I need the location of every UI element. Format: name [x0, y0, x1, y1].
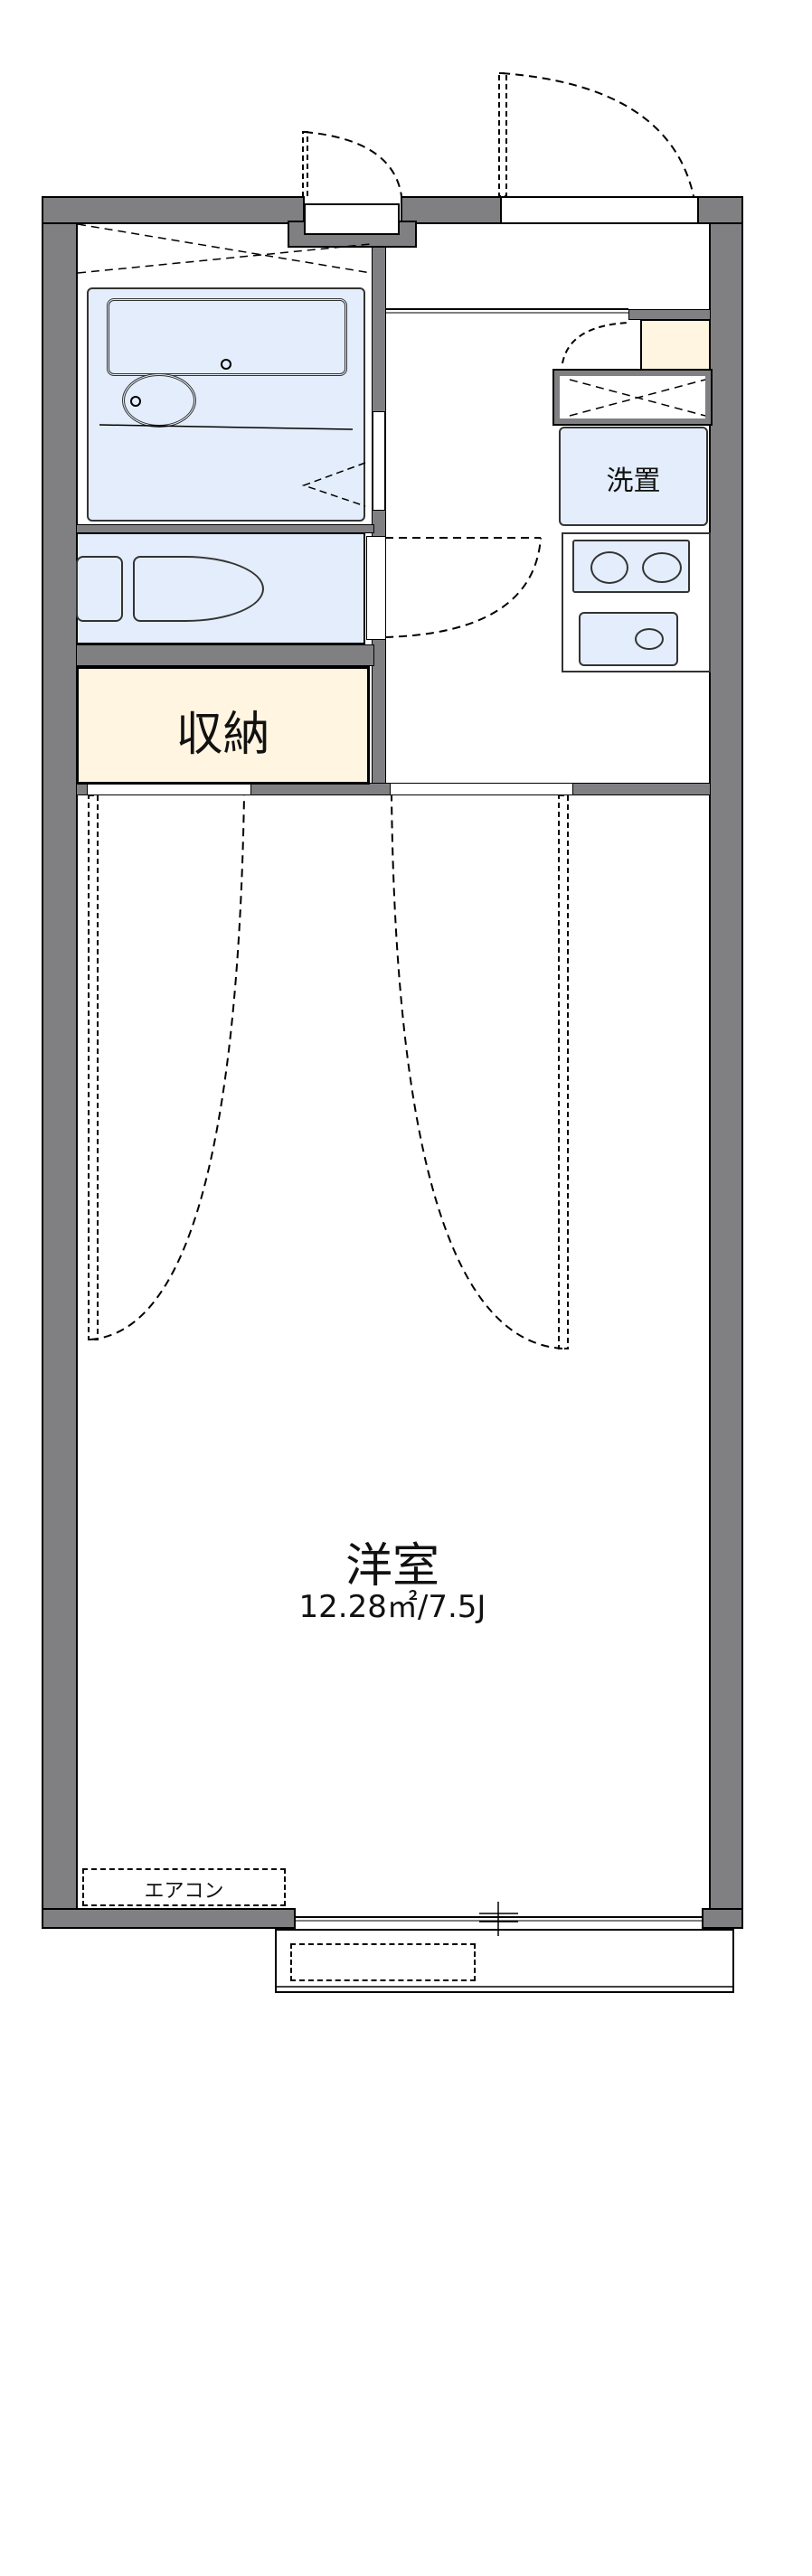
- storage-closet: [76, 666, 370, 785]
- toilet-door-swing: [384, 537, 542, 638]
- burner-left: [590, 551, 628, 584]
- bath-ceiling-x: [77, 223, 372, 274]
- window-door-swing: [304, 131, 402, 197]
- wall-left: [42, 196, 78, 1929]
- washer-label: 洗置: [606, 465, 661, 497]
- storage-door-leaf: [88, 794, 99, 1340]
- burner-right: [642, 552, 682, 583]
- wash-basin: [122, 373, 196, 428]
- wall-right: [709, 196, 743, 1929]
- wall-bottom-right: [702, 1908, 743, 1929]
- wall-toilet-storage: [76, 644, 374, 666]
- window-door-leaf: [302, 131, 308, 197]
- bathtub: [107, 298, 347, 376]
- entrance-opening: [502, 196, 697, 224]
- wall-top-left: [42, 196, 305, 224]
- shoe-box-x: [569, 379, 706, 417]
- shoe-box: [552, 369, 713, 426]
- western-room-label: 洋室: [345, 1539, 439, 1594]
- toilet-tank: [76, 556, 123, 622]
- bath-door-mark: [301, 462, 366, 507]
- entrance-door-leaf: [498, 72, 507, 197]
- storage-door-swing: [90, 794, 245, 1340]
- washer-space: [559, 427, 708, 526]
- room-door-opening: [390, 783, 573, 795]
- balcony-unit: [290, 1943, 476, 1981]
- bath-door-opening: [373, 411, 385, 511]
- storage-label: 収納: [175, 708, 270, 762]
- wall-bottom-left: [42, 1908, 296, 1929]
- toilet-door-opening: [366, 536, 386, 640]
- aircon-label: エアコン: [144, 1880, 224, 1903]
- aircon-box: [82, 1868, 286, 1906]
- wall-top-mid: [401, 196, 502, 224]
- toilet-bowl: [133, 556, 264, 622]
- wall-top-right: [697, 196, 743, 224]
- entrance-door-swing: [501, 72, 694, 197]
- cabinet-small: [640, 319, 711, 371]
- balcony: [275, 1929, 734, 1993]
- cabinet-door-swing: [562, 322, 630, 364]
- sink-drain: [635, 628, 664, 650]
- room-door-leaf: [558, 794, 569, 1349]
- room-door-swing: [391, 794, 563, 1349]
- western-room-area: 12.28㎡/7.5J: [298, 1589, 486, 1625]
- window-small: [304, 203, 400, 235]
